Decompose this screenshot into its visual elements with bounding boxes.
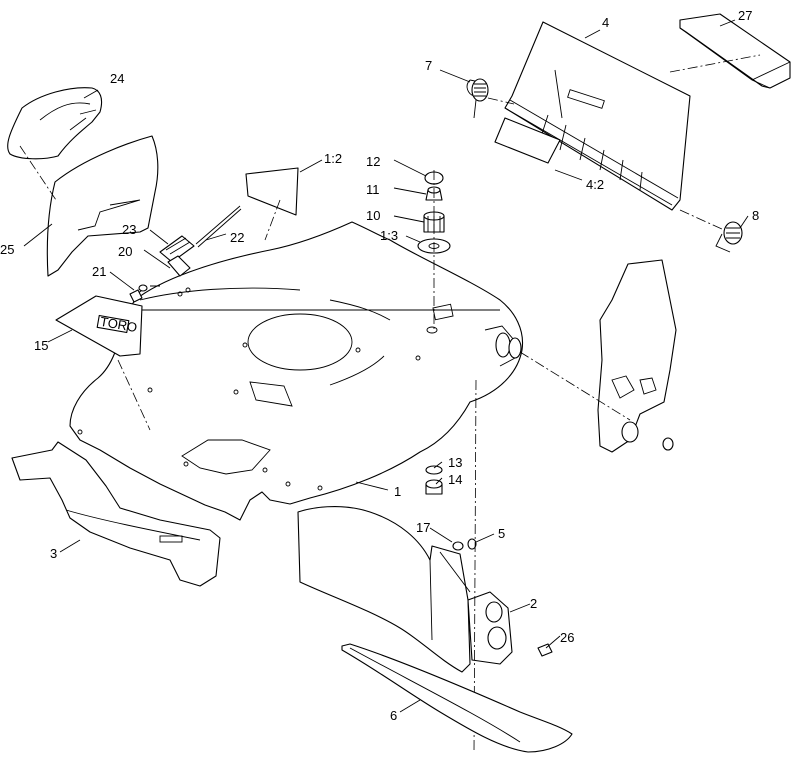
callout-25: 25 <box>0 242 14 257</box>
part-14-nut <box>425 479 443 495</box>
callout-26: 26 <box>560 630 574 645</box>
part-27-bar <box>679 13 791 89</box>
callout-23: 23 <box>122 222 136 237</box>
part-5-ring <box>467 538 477 550</box>
callout-4: 4 <box>602 15 609 30</box>
part-8-spring <box>715 221 743 253</box>
part-1-2-decal <box>245 167 299 241</box>
callout-14: 14 <box>448 472 462 487</box>
callout-12: 12 <box>366 154 380 169</box>
callout-10: 10 <box>366 208 380 223</box>
part-6-skirt <box>341 643 573 753</box>
callout-27: 27 <box>738 8 752 23</box>
part-4-rear-flap <box>504 21 691 211</box>
callout-17: 17 <box>416 520 430 535</box>
callout-4-2: 4:2 <box>586 177 604 192</box>
part-17-nut <box>452 541 464 551</box>
part-22-rod <box>195 205 242 248</box>
part-21-screw <box>129 284 148 303</box>
part-3-front-shield <box>11 441 221 587</box>
callout-labels: 4 27 7 8 4:2 1:2 12 11 10 1:3 24 25 23 2… <box>0 8 759 723</box>
callout-1-3: 1:3 <box>380 228 398 243</box>
callout-5: 5 <box>498 526 505 541</box>
part-24-cover <box>7 87 103 160</box>
callout-6: 6 <box>390 708 397 723</box>
callout-2: 2 <box>530 596 537 611</box>
callout-24: 24 <box>110 71 124 86</box>
callout-15: 15 <box>34 338 48 353</box>
part-13-washer <box>425 465 443 475</box>
part-2-rear-housing <box>297 506 513 673</box>
part-4-2-label-plate <box>494 117 561 164</box>
part-7-spring <box>466 78 489 119</box>
callout-1: 1 <box>394 484 401 499</box>
leader-lines <box>23 19 749 713</box>
callout-22: 22 <box>230 230 244 245</box>
callout-3: 3 <box>50 546 57 561</box>
right-side-plate <box>597 259 677 453</box>
callout-7: 7 <box>425 58 432 73</box>
callout-20: 20 <box>118 244 132 259</box>
part-23-latch <box>159 235 195 277</box>
callout-21: 21 <box>92 264 106 279</box>
decal-logo-text: TORO <box>99 314 138 335</box>
callout-11: 11 <box>366 182 380 197</box>
part-1-deck <box>69 221 524 521</box>
callout-8: 8 <box>752 208 759 223</box>
rivet-b <box>185 287 191 293</box>
part-25-chute <box>46 135 159 277</box>
callout-13: 13 <box>448 455 462 470</box>
part-15-decal-plate: TORO <box>55 295 143 357</box>
rivet-a <box>177 291 183 297</box>
callout-1-2: 1:2 <box>324 151 342 166</box>
part-26-screw <box>537 643 553 657</box>
